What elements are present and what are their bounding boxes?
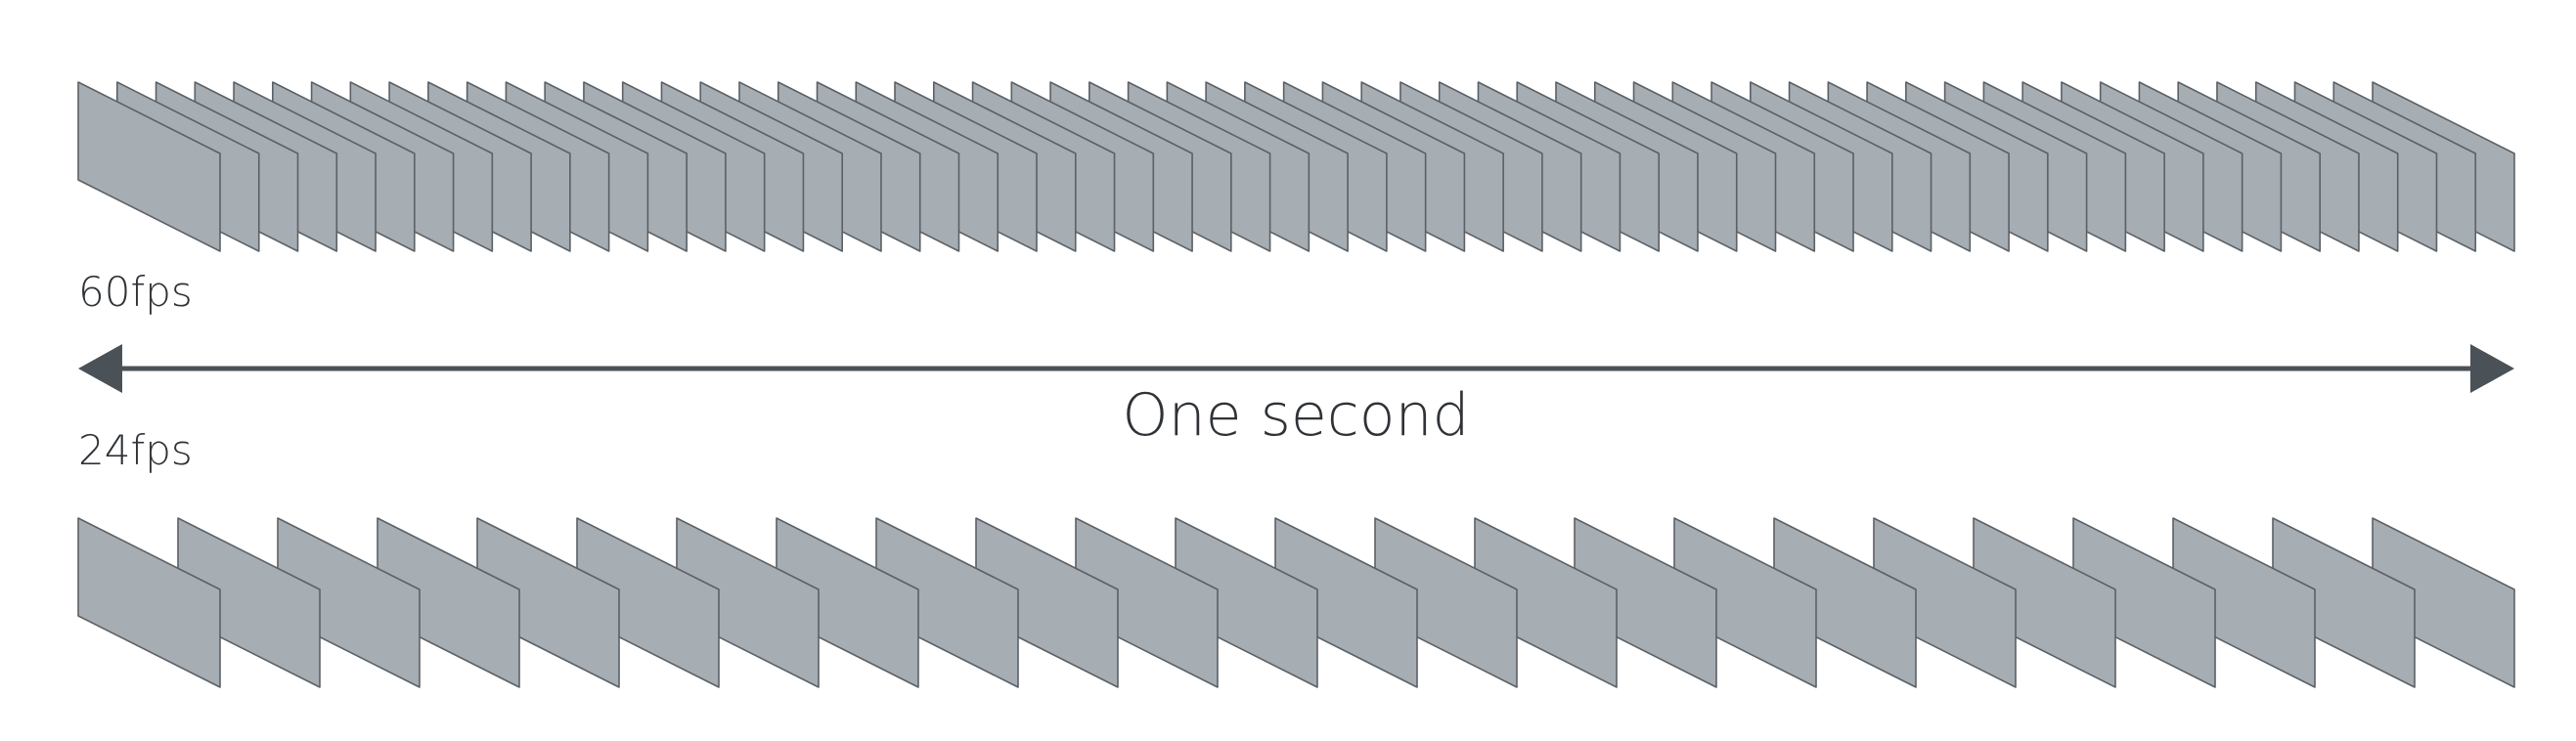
frame-strip-24fps: [77, 517, 2515, 688]
one-second-arrow: [78, 344, 2514, 393]
arrow-head-left-icon: [78, 344, 122, 393]
frame-60fps: [77, 81, 221, 252]
label-60fps: 60fps: [78, 268, 193, 316]
frame-strip-60fps: [77, 81, 2515, 252]
label-24fps: 24fps: [78, 426, 193, 474]
arrow-head-right-icon: [2470, 344, 2514, 393]
duration-label: One second: [1122, 381, 1469, 450]
frame-24fps: [77, 517, 221, 688]
